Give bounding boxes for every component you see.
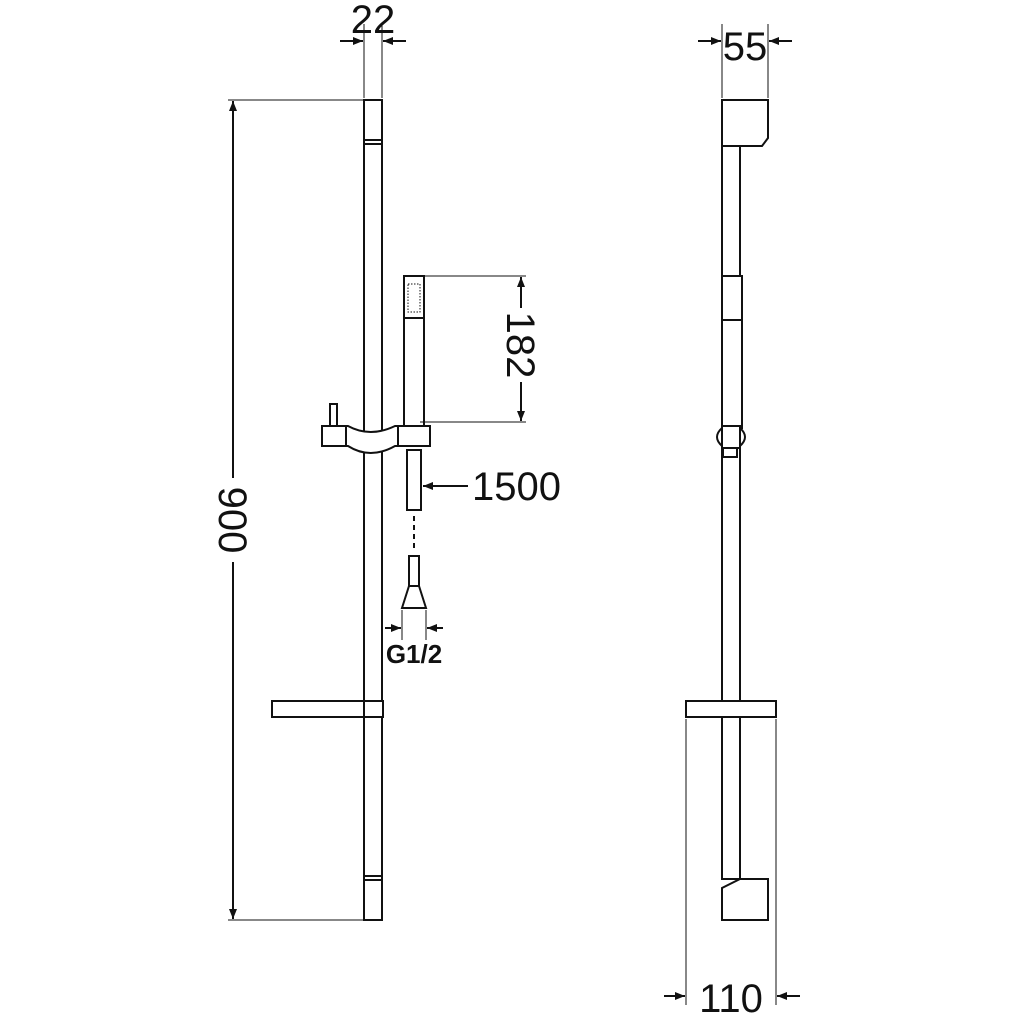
front-soap-dish: [271, 700, 384, 718]
dim-bar-width: [340, 24, 406, 98]
dim-total-height: [228, 99, 364, 921]
front-hand-shower: [403, 275, 425, 427]
hose-length-label: 1500: [472, 465, 561, 509]
thread-label: G1/2: [386, 639, 442, 669]
side-depth-label: 55: [723, 25, 768, 69]
shower-nozzle-grid: [407, 283, 421, 313]
dim-side-depth: [698, 24, 792, 98]
front-hose: [400, 449, 428, 609]
dim-handshower-length: [420, 275, 526, 423]
front-holder: [321, 403, 431, 454]
bar-width-label: 22: [351, 0, 396, 42]
dimension-labels: 22 900 182 1500 G1/2 55 110: [210, 0, 767, 1014]
soap-dish-depth-label: 110: [699, 977, 763, 1014]
front-view: [271, 99, 431, 921]
side-holder: [716, 425, 746, 458]
dimension-lines: [228, 24, 800, 1005]
side-soap-dish: [685, 700, 777, 718]
side-bottom-bracket: [721, 878, 769, 921]
side-view: [685, 99, 777, 921]
side-slide-bar: [721, 145, 741, 880]
side-hand-shower: [721, 275, 743, 429]
handshower-length-label: 182: [498, 312, 542, 379]
dim-soap-dish-depth: [664, 719, 800, 1005]
dim-thread: [385, 610, 443, 640]
front-slide-bar: [363, 99, 383, 921]
total-height-label: 900: [210, 487, 254, 554]
side-top-bracket: [721, 99, 769, 147]
